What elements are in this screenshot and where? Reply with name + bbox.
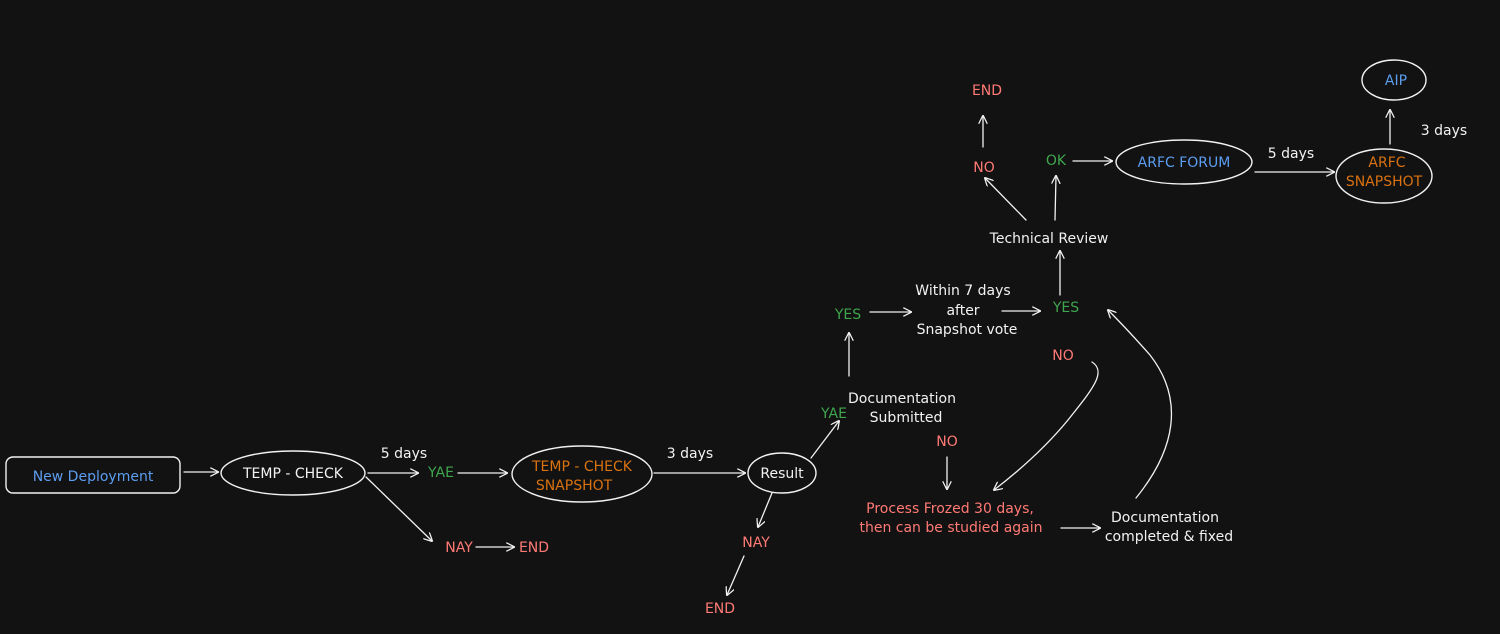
arrow-review-to-ok [1055, 176, 1056, 221]
new-deployment-box [5, 456, 181, 494]
end-label-3: END [972, 83, 1002, 99]
arfc-forum-label: ARFC FORUM [1138, 155, 1231, 171]
within-7-days-line2: after [946, 303, 979, 319]
within-7-days-line3: Snapshot vote [917, 322, 1018, 338]
technical-review-label: Technical Review [989, 231, 1109, 247]
end-label-1: END [519, 540, 549, 556]
arrow-tempcheck-to-nay [365, 476, 432, 541]
nay-label-2: NAY [742, 535, 770, 551]
aip-ellipse [1361, 59, 1427, 101]
result-label: Result [760, 466, 804, 482]
arrow-review-to-no [985, 178, 1027, 221]
no-label-3: NO [973, 160, 995, 176]
yae-label-2: YAE [820, 406, 847, 422]
yae-label-1: YAE [427, 465, 454, 481]
end-label-2: END [705, 601, 735, 617]
temp-check-label: TEMP - CHECK [242, 466, 344, 482]
arfc-forum-duration-label: 5 days [1268, 146, 1314, 162]
temp-check-snapshot-label-line2: SNAPSHOT [536, 478, 613, 494]
within-7-days-line1: Within 7 days [915, 283, 1010, 299]
temp-check-snapshot-ellipse [511, 445, 653, 503]
arrow-no-to-frozen-curve [994, 361, 1099, 490]
nay-label-1: NAY [445, 540, 473, 556]
ok-label: OK [1046, 153, 1067, 169]
documentation-submitted-line1: Documentation [848, 391, 956, 407]
process-frozen-line2: then can be studied again [859, 520, 1042, 536]
arrow-completed-to-yes [1108, 310, 1173, 499]
result-ellipse [747, 452, 817, 494]
arfc-forum-ellipse [1115, 139, 1253, 185]
no-label-1: NO [1052, 348, 1074, 364]
arfc-snapshot-duration-label: 3 days [1421, 123, 1467, 139]
process-frozen-line1: Process Frozed 30 days, [866, 501, 1034, 517]
temp-check-duration-label: 5 days [381, 446, 427, 462]
arrow-result-to-docs [810, 421, 839, 459]
arrow-result-to-nay [758, 492, 773, 527]
yes-label-1: YES [834, 307, 861, 323]
aip-label: AIP [1385, 73, 1407, 89]
yes-label-2: YES [1052, 300, 1079, 316]
temp-check-ellipse [220, 450, 366, 496]
temp-check-snapshot-label-line1: TEMP - CHECK [531, 459, 633, 475]
arfc-snapshot-line2: SNAPSHOT [1346, 174, 1423, 190]
arfc-snapshot-ellipse [1335, 148, 1433, 204]
new-deployment-label: New Deployment [33, 469, 154, 485]
arfc-snapshot-line1: ARFC [1368, 155, 1405, 171]
documentation-completed-line1: Documentation [1111, 510, 1219, 526]
snapshot-duration-label: 3 days [667, 446, 713, 462]
no-label-2: NO [936, 434, 958, 450]
documentation-completed-line2: completed & fixed [1105, 529, 1233, 545]
documentation-submitted-line2: Submitted [870, 410, 943, 426]
arrow-nay-to-end-2 [727, 555, 745, 595]
